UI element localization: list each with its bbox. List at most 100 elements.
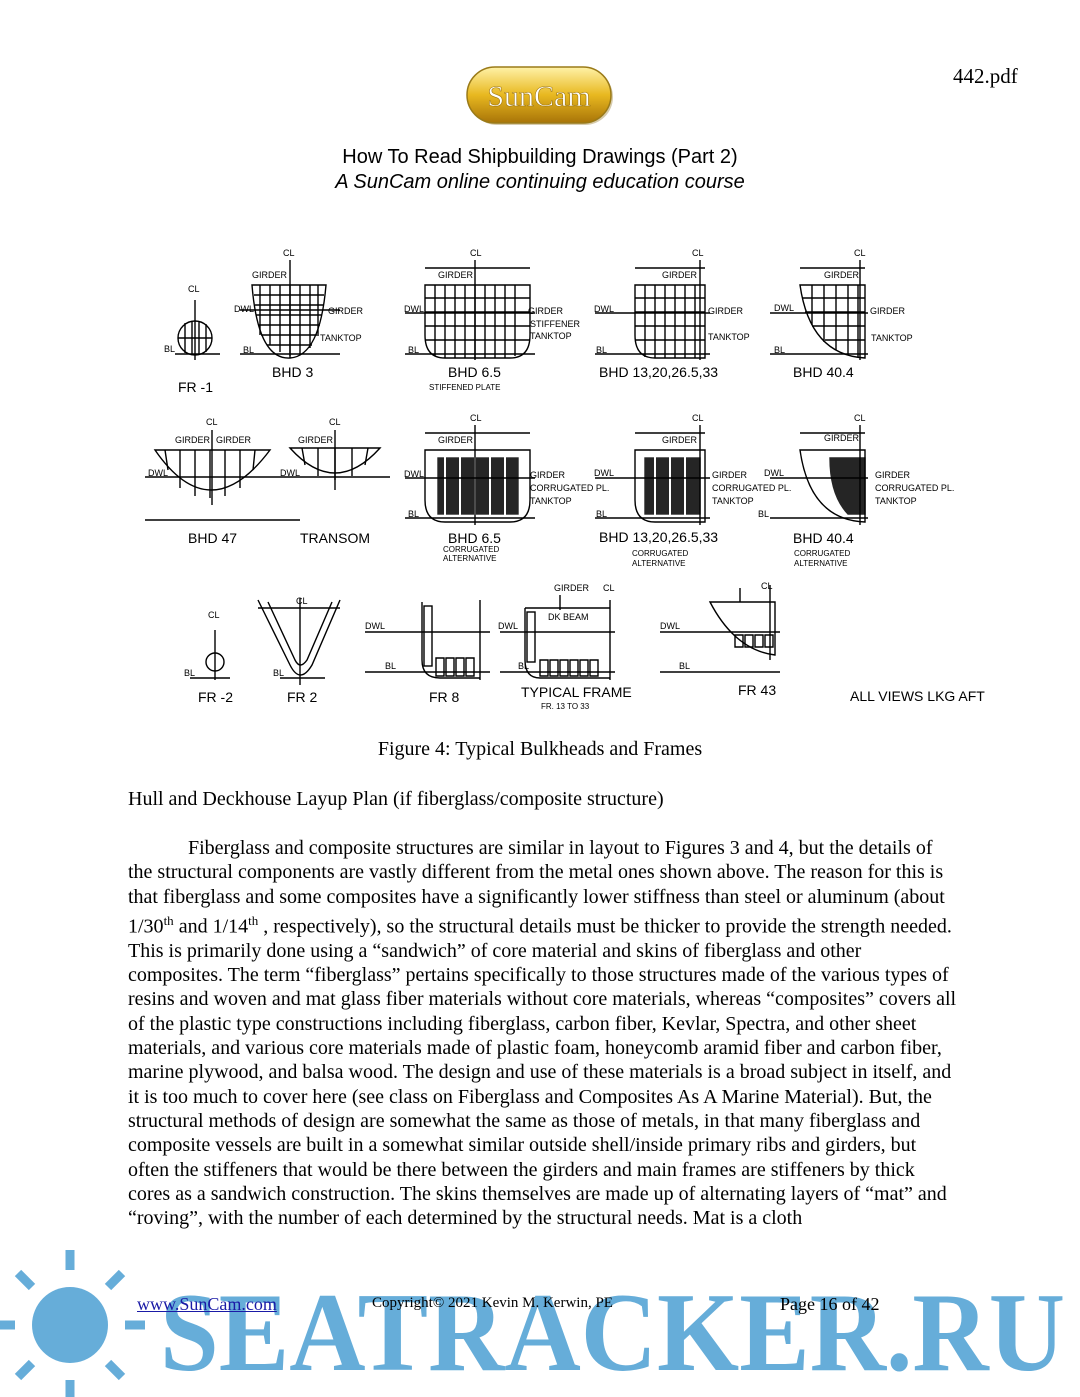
svg-text:ALTERNATIVE: ALTERNATIVE: [443, 554, 497, 563]
svg-text:BL: BL: [184, 668, 195, 678]
svg-text:CL: CL: [692, 248, 704, 258]
svg-text:CL: CL: [206, 417, 218, 427]
bhd40-4-label: BHD 40.4: [793, 364, 854, 380]
svg-text:GIRDER: GIRDER: [438, 270, 474, 280]
svg-text:GIRDER: GIRDER: [438, 435, 474, 445]
page-number: Page 16 of 42: [780, 1294, 880, 1314]
svg-text:DWL: DWL: [404, 469, 424, 479]
svg-text:CL: CL: [208, 610, 220, 620]
bhd40-4-corrugated-label: BHD 40.4: [793, 530, 854, 546]
svg-text:TANKTOP: TANKTOP: [712, 496, 754, 506]
page-footer: www.SunCam.com Copyright© 2021 Kevin M. …: [0, 1290, 1080, 1320]
bhd40-4-corrugated-drawing: [770, 425, 868, 525]
svg-text:CL: CL: [470, 248, 482, 258]
svg-text:CL: CL: [854, 248, 866, 258]
svg-text:GIRDER: GIRDER: [298, 435, 334, 445]
svg-text:BL: BL: [385, 661, 396, 671]
transom-drawing: [280, 430, 390, 490]
svg-text:DWL: DWL: [660, 621, 680, 631]
svg-text:CL: CL: [692, 413, 704, 423]
svg-text:GIRDER: GIRDER: [708, 306, 744, 316]
svg-text:CL: CL: [470, 413, 482, 423]
svg-text:DWL: DWL: [774, 303, 794, 313]
svg-text:CL: CL: [854, 413, 866, 423]
body-paragraph: Fiberglass and composite structures are …: [128, 837, 957, 1230]
svg-text:FR. 13 TO 33: FR. 13 TO 33: [541, 702, 590, 711]
svg-text:TANKTOP: TANKTOP: [875, 496, 917, 506]
suncam-logo: SunCam: [466, 66, 613, 125]
svg-text:CORRUGATED PL.: CORRUGATED PL.: [875, 483, 954, 493]
svg-text:CL: CL: [188, 284, 200, 294]
svg-text:CORRUGATED PL.: CORRUGATED PL.: [712, 483, 791, 493]
svg-text:DWL: DWL: [148, 468, 168, 478]
svg-text:TANKTOP: TANKTOP: [530, 496, 572, 506]
fr2-drawing: [257, 598, 341, 685]
svg-text:CL: CL: [296, 596, 308, 606]
svg-text:DWL: DWL: [764, 468, 784, 478]
svg-text:BL: BL: [518, 661, 529, 671]
svg-text:GIRDER: GIRDER: [528, 306, 564, 316]
svg-text:CORRUGATED PL.: CORRUGATED PL.: [530, 483, 609, 493]
svg-text:SunCam: SunCam: [487, 80, 590, 113]
svg-text:GIRDER: GIRDER: [824, 433, 860, 443]
svg-text:GIRDER: GIRDER: [175, 435, 211, 445]
suncam-link[interactable]: www.SunCam.com: [137, 1294, 277, 1314]
svg-text:DWL: DWL: [365, 621, 385, 631]
svg-text:TANKTOP: TANKTOP: [871, 333, 913, 343]
course-subtitle: A SunCam online continuing education cou…: [335, 171, 745, 193]
svg-text:DK BEAM: DK BEAM: [548, 612, 589, 622]
fr8-label: FR 8: [429, 689, 460, 705]
svg-text:GIRDER: GIRDER: [875, 470, 911, 480]
fr-minus1-drawing: [175, 300, 220, 360]
bhd13-label: BHD 13,20,26.5,33: [599, 364, 718, 380]
svg-text:BL: BL: [408, 345, 419, 355]
svg-text:DWL: DWL: [234, 304, 254, 314]
svg-text:CL: CL: [603, 583, 615, 593]
fr43-label: FR 43: [738, 682, 776, 698]
bhd3-drawing: [240, 260, 340, 359]
svg-text:GIRDER: GIRDER: [252, 270, 288, 280]
svg-text:BL: BL: [596, 509, 607, 519]
copyright-text: Copyright© 2021 Kevin M. Kerwin, PE: [372, 1295, 613, 1311]
svg-text:BL: BL: [273, 668, 284, 678]
transom-label: TRANSOM: [300, 530, 370, 546]
document-filename: 442.pdf: [953, 64, 1018, 88]
svg-text:GIRDER: GIRDER: [712, 470, 748, 480]
svg-text:GIRDER: GIRDER: [554, 583, 590, 593]
view-note: ALL VIEWS LKG AFT: [850, 688, 985, 704]
fr-minus1-label: FR -1: [178, 379, 213, 395]
bhd47-label: BHD 47: [188, 530, 237, 546]
svg-text:BL: BL: [596, 345, 607, 355]
svg-text:CORRUGATED: CORRUGATED: [794, 549, 851, 558]
svg-text:GIRDER: GIRDER: [530, 470, 566, 480]
svg-text:TANKTOP: TANKTOP: [320, 333, 362, 343]
figure-caption: Figure 4: Typical Bulkheads and Frames: [377, 738, 703, 760]
svg-text:BL: BL: [679, 661, 690, 671]
svg-text:DWL: DWL: [280, 468, 300, 478]
fr8-drawing: [365, 600, 490, 680]
svg-text:TANKTOP: TANKTOP: [708, 332, 750, 342]
svg-text:GIRDER: GIRDER: [328, 306, 364, 316]
svg-text:ALTERNATIVE: ALTERNATIVE: [632, 559, 686, 568]
fr2-label: FR 2: [287, 689, 318, 705]
fr43-drawing: [660, 585, 780, 673]
svg-text:DWL: DWL: [594, 468, 614, 478]
svg-text:GIRDER: GIRDER: [824, 270, 860, 280]
svg-text:STIFFENED PLATE: STIFFENED PLATE: [429, 383, 500, 392]
fr-minus2-drawing: [190, 630, 230, 680]
svg-text:GIRDER: GIRDER: [662, 435, 698, 445]
bhd13-corrugated-drawing: [595, 425, 710, 525]
svg-text:BL: BL: [408, 509, 419, 519]
svg-text:ALTERNATIVE: ALTERNATIVE: [794, 559, 848, 568]
bulkheads-frames-figure: CL BL FR -1 CL GIRDER DWL GIRDER TANKTOP…: [145, 248, 985, 711]
bhd3-label: BHD 3: [272, 364, 313, 380]
svg-text:BL: BL: [758, 509, 769, 519]
svg-text:GIRDER: GIRDER: [870, 306, 906, 316]
bhd6-5-label: BHD 6.5: [448, 364, 501, 380]
svg-text:STIFFENER: STIFFENER: [530, 319, 581, 329]
svg-text:GIRDER: GIRDER: [662, 270, 698, 280]
bhd6-5-corrugated-drawing: [405, 425, 535, 525]
typical-frame-drawing: [500, 595, 615, 680]
svg-text:CORRUGATED: CORRUGATED: [443, 545, 500, 554]
svg-text:BL: BL: [774, 345, 785, 355]
